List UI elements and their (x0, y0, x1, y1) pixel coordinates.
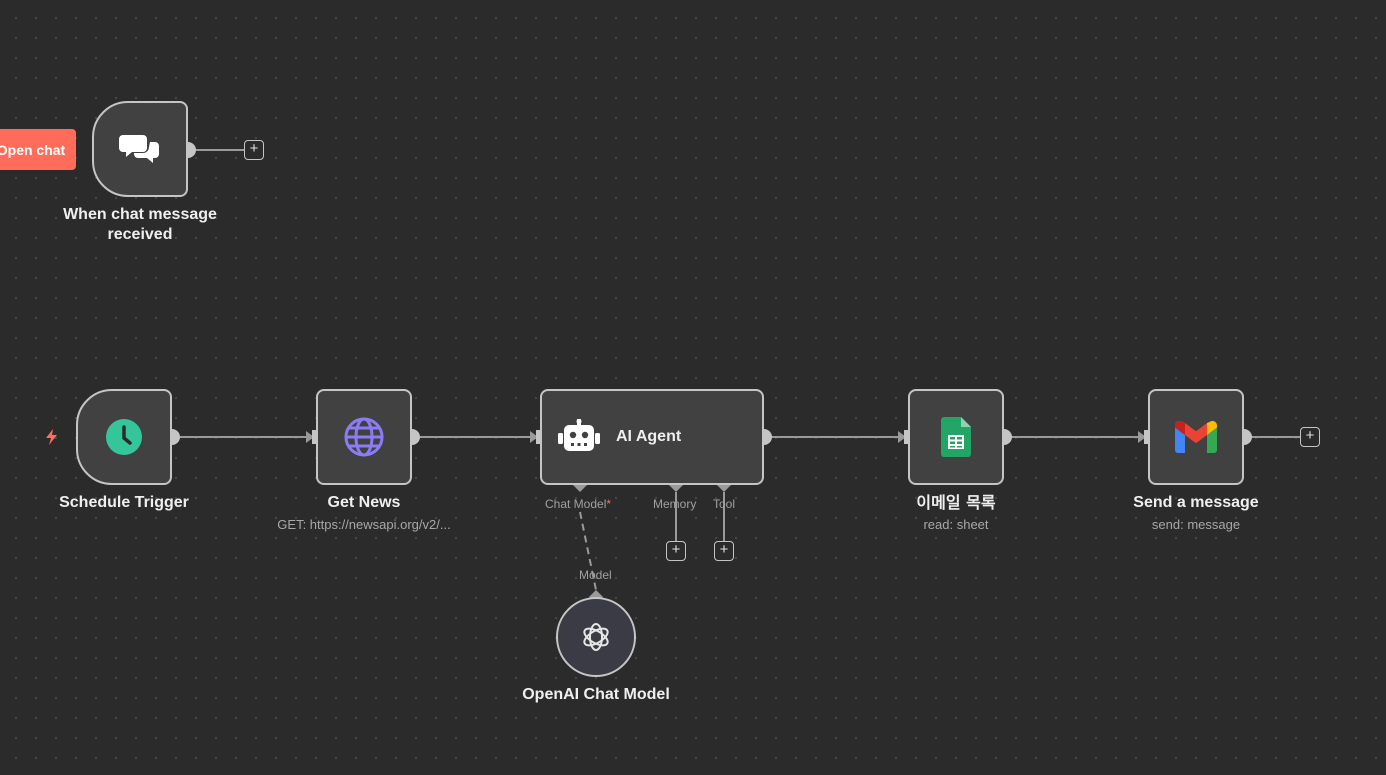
get-news-title: Get News (327, 494, 401, 511)
send-message-subtitle: send: message (1151, 517, 1241, 532)
gmail-icon (1175, 421, 1217, 453)
node-schedule-trigger[interactable] (76, 389, 172, 485)
memory-port-label: Memory (653, 497, 697, 511)
clock-icon (106, 419, 142, 455)
add-node-button[interactable]: + (244, 140, 264, 160)
chat-model-port-label: Chat Model* (545, 497, 612, 511)
openai-chat-model-title: OpenAI Chat Model (522, 686, 670, 703)
openai-icon (583, 623, 609, 651)
model-port-label: Model (579, 568, 612, 582)
node-email-list[interactable] (908, 389, 1004, 485)
lightning-bolt-icon (46, 429, 57, 445)
edge-arrow (530, 431, 538, 443)
open-chat-button[interactable]: Open chat (0, 129, 76, 170)
email-list-subtitle: read: sheet (923, 517, 989, 532)
google-sheets-icon (941, 417, 971, 457)
tool-port-label: Tool (713, 497, 736, 511)
node-openai-chat-model[interactable] (556, 597, 636, 677)
add-node-button[interactable]: + (1300, 427, 1320, 447)
edge-arrow (898, 431, 906, 443)
add-tool-button[interactable]: + (714, 541, 734, 561)
node-chat-trigger[interactable] (92, 101, 188, 197)
chat-trigger-title: When chat message received (63, 206, 217, 243)
send-message-title: Send a message (1133, 494, 1259, 511)
schedule-trigger-title: Schedule Trigger (59, 494, 189, 511)
edge-arrow (306, 431, 314, 443)
node-send-message[interactable] (1148, 389, 1244, 485)
globe-icon (344, 417, 384, 457)
edge-arrow (1138, 431, 1146, 443)
get-news-subtitle: GET: https://newsapi.org/v2/... (277, 517, 451, 532)
node-ai-agent[interactable]: AI Agent (540, 389, 764, 485)
chat-bubbles-icon (119, 135, 159, 163)
robot-icon (558, 419, 600, 451)
ai-agent-title: AI Agent (616, 428, 682, 445)
email-list-title: 이메일 목록 (916, 493, 996, 512)
add-memory-button[interactable]: + (666, 541, 686, 561)
node-get-news[interactable] (316, 389, 412, 485)
